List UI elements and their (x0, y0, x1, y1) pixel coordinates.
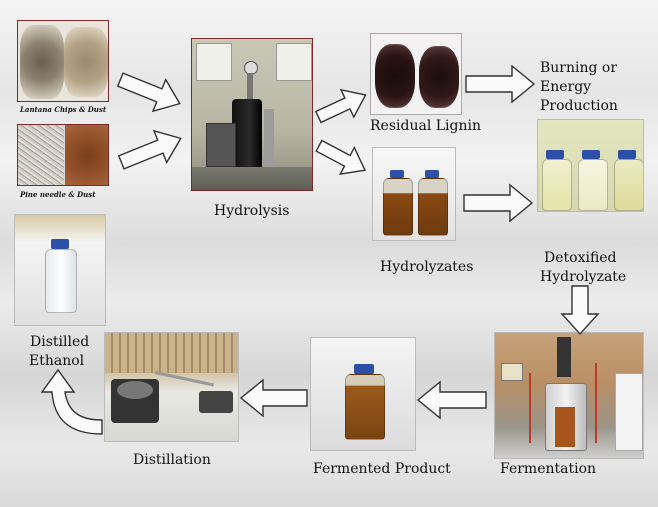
fermented-product-photo (310, 337, 416, 451)
burning-label-line3: Production (540, 98, 618, 114)
detox-bottle-2 (578, 159, 608, 211)
bottle-cap (354, 364, 374, 374)
fermented-bottle (345, 374, 385, 440)
arrow-down-icon (560, 285, 600, 336)
bottle-cap (425, 170, 439, 178)
fermented-product-label: Fermented Product (313, 461, 451, 477)
bottle-cap (582, 150, 600, 159)
arrow-left-icon (239, 378, 308, 418)
hydrolyzate-bottle-2 (418, 178, 448, 236)
arrow-right-icon (465, 64, 536, 104)
distillation-label: Distillation (133, 452, 211, 468)
hydrolyzate-bottle-1 (383, 178, 413, 236)
distilled-ethanol-photo (14, 214, 106, 326)
arrow-left-icon (416, 380, 487, 420)
detoxified-label-line2: Hydrolyzate (540, 269, 627, 285)
detox-bottle-1 (542, 159, 572, 211)
residual-lignin-photo (370, 33, 462, 115)
pine-label: Pine needle & Dust (20, 190, 96, 199)
burning-label-line1: Burning or (540, 60, 618, 76)
curved-arrow-icon (40, 368, 103, 435)
bottle-cap (390, 170, 404, 178)
hydrolysis-label: Hydrolysis (214, 203, 290, 219)
distilled-ethanol-label-line2: Ethanol (29, 353, 85, 369)
fermentation-photo (494, 332, 644, 459)
distillation-photo (104, 332, 239, 442)
bottle-cap (618, 150, 636, 159)
burning-label-line2: Energy (540, 79, 592, 95)
detoxified-photo (537, 119, 644, 212)
detox-bottle-3 (614, 159, 643, 211)
arrow-right-icon (116, 72, 181, 113)
lantana-label: Lantana Chips & Dust (20, 105, 107, 114)
arrow-right-icon (315, 139, 366, 175)
lantana-photo (17, 20, 109, 102)
hydrolysis-photo (191, 38, 313, 191)
residual-lignin-label: Residual Lignin (370, 118, 481, 134)
hydrolyzates-label: Hydrolyzates (380, 259, 474, 275)
distilled-ethanol-label-line1: Distilled (30, 334, 90, 350)
arrow-right-icon (117, 129, 182, 170)
bottle-cap (546, 150, 564, 159)
fermentation-label: Fermentation (500, 461, 597, 477)
detoxified-label-line1: Detoxified (544, 250, 617, 266)
ethanol-bottle (45, 249, 77, 313)
bottle-cap (51, 239, 69, 249)
hydrolyzates-photo (372, 147, 456, 241)
arrow-right-icon (463, 183, 534, 223)
pine-photo (17, 124, 109, 186)
arrow-right-icon (314, 88, 367, 124)
